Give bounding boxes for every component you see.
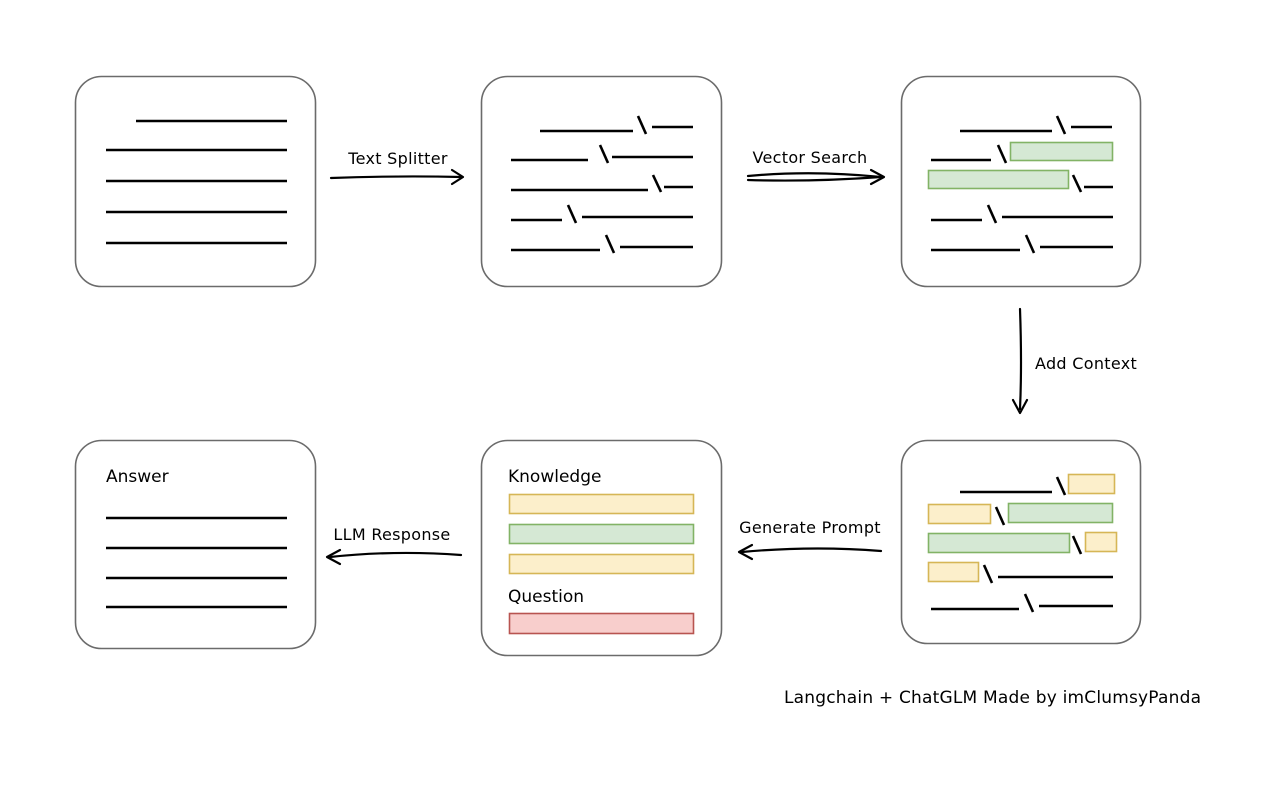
arrow-add-context: Add Context [1011,307,1137,415]
split-chunks-box [480,75,723,288]
arrow-generate-prompt: Generate Prompt [737,518,883,561]
source-document-box [74,75,317,288]
question-bar-red [508,612,695,635]
arrow-label-add-context: Add Context [1035,354,1137,373]
arrow-label-generate-prompt: Generate Prompt [739,518,881,537]
arrow-vector-search: Vector Search [746,148,886,186]
highlight-chunk-yellow [1084,531,1118,553]
knowledge-bar-yellow [508,493,695,515]
answer-box: Answer [74,439,317,650]
answer-heading: Answer [106,467,169,487]
footer-credit: Langchain + ChatGLM Made by imClumsyPand… [784,688,1201,708]
highlight-chunk-green [927,532,1071,554]
knowledge-heading: Knowledge [508,467,601,487]
arrow-llm-response: LLM Response [325,525,463,566]
question-heading: Question [508,587,584,607]
arrow-label-llm-response: LLM Response [333,525,450,544]
highlight-chunk-green [1007,502,1114,524]
highlight-chunk-yellow [927,503,992,525]
arrow-text-splitter: Text Splitter [329,149,465,186]
highlight-chunk-yellow [1067,473,1116,495]
answer-frame [74,439,317,650]
knowledge-bar-green [508,523,695,545]
highlight-chunk-green [1009,141,1114,162]
arrow-label-text-splitter: Text Splitter [347,149,448,168]
prompt-box: Knowledge Question [480,439,723,657]
arrow-label-vector-search: Vector Search [753,148,868,167]
highlight-chunk-green [927,169,1070,190]
vector-matches-box [900,75,1142,288]
highlight-chunk-yellow [927,561,980,583]
split-chunks-frame [480,75,723,288]
context-document-box [900,439,1142,645]
knowledge-bar-yellow [508,553,695,575]
